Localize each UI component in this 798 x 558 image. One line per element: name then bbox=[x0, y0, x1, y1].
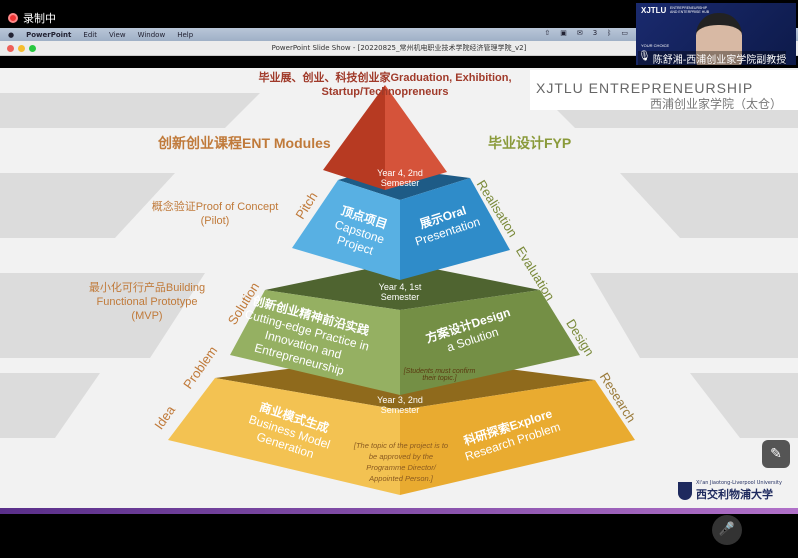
pencil-icon: ✎ bbox=[770, 446, 782, 462]
menu-view[interactable]: View bbox=[108, 30, 126, 39]
slide: XJTLU ENTREPRENEURSHIP 西浦创业家学院（太仓） 毕业展、创… bbox=[0, 68, 798, 510]
recording-indicator[interactable]: 录制中 bbox=[8, 10, 56, 26]
top-label: 毕业展、创业、科技创业家Graduation, Exhibition, Star… bbox=[258, 72, 512, 98]
menu-app[interactable]: PowerPoint bbox=[26, 30, 72, 39]
menu-edit[interactable]: Edit bbox=[83, 30, 97, 39]
footer-logo-en: Xi'an Jiaotong-Liverpool University bbox=[696, 480, 782, 486]
window-titlebar: PowerPoint Slide Show - [20220825_常州机电职业… bbox=[0, 41, 798, 56]
zoom-button[interactable] bbox=[29, 45, 36, 52]
mic-muted-icon: 🎤 bbox=[718, 522, 736, 537]
record-icon bbox=[8, 13, 18, 23]
video-tagline: YOUR CHOICE bbox=[641, 43, 670, 48]
header-logo-cn: 西浦创业家学院（太仓） bbox=[650, 97, 783, 111]
battery-icon[interactable]: ▭ bbox=[621, 29, 628, 37]
note-proof-of-concept: 概念验证Proof of Concept (Pilot) bbox=[151, 201, 279, 227]
tier2-note: [Students must confirm their topic.] bbox=[403, 368, 476, 382]
video-org-sub: ENTREPRENEURSHIP AND ENTERPRISE HUB bbox=[670, 6, 710, 14]
video-overlay[interactable]: XJTLU ENTREPRENEURSHIP AND ENTERPRISE HU… bbox=[636, 3, 796, 65]
note-mvp: 最小化可行产品Building Functional Prototype (MV… bbox=[88, 282, 206, 322]
header-logo-box: XJTLU ENTREPRENEURSHIP 西浦创业家学院（太仓） bbox=[530, 70, 798, 111]
bluetooth-icon[interactable]: ᛒ bbox=[607, 29, 612, 37]
wechat-count: 3 bbox=[592, 29, 598, 37]
mic-icon: 🎙 bbox=[638, 51, 651, 62]
university-logo: Xi'an Jiaotong-Liverpool University 西交利物浦… bbox=[678, 480, 782, 502]
tier3-note: [The topic of the project is to be appro… bbox=[353, 441, 449, 483]
right-heading: 毕业设计FYP bbox=[488, 135, 572, 151]
tier-green bbox=[230, 262, 580, 395]
annotate-button[interactable]: ✎ bbox=[762, 440, 790, 468]
menu-bar: ● PowerPoint Edit View Window Help ⇧ ▣ ✉ 3 ᛒ… bbox=[0, 28, 798, 41]
tray-icon[interactable]: ▣ bbox=[560, 29, 567, 37]
video-org: XJTLU bbox=[641, 6, 667, 15]
speaker-name: 陈舒湘-西浦创业家学院副教授 bbox=[652, 55, 787, 65]
header-logo: XJTLU ENTREPRENEURSHIP bbox=[536, 80, 754, 96]
dropbox-icon[interactable]: ⇧ bbox=[544, 29, 551, 37]
tier3-semester: Year 3, 2nd Semester bbox=[377, 395, 423, 415]
speaker-name-bar: 🎙陈舒湘-西浦创业家学院副教授 bbox=[638, 51, 787, 65]
menu-window[interactable]: Window bbox=[137, 30, 166, 39]
minimize-button[interactable] bbox=[18, 45, 25, 52]
tier1-semester: Year 4, 2nd Semester bbox=[377, 168, 423, 188]
tier-red-apex bbox=[323, 85, 447, 190]
wechat-icon[interactable]: ✉ bbox=[576, 29, 583, 37]
slide-footer-bar bbox=[0, 508, 798, 514]
close-button[interactable] bbox=[7, 45, 14, 52]
crest-icon bbox=[678, 482, 692, 500]
recording-label: 录制中 bbox=[23, 12, 56, 25]
tier2-semester: Year 4, 1st Semester bbox=[378, 282, 422, 302]
window-title: PowerPoint Slide Show - [20220825_常州机电职业… bbox=[271, 44, 527, 52]
footer-logo-cn: 西交利物浦大学 bbox=[696, 488, 773, 501]
mute-button[interactable]: 🎤 bbox=[712, 515, 742, 545]
menu-help[interactable]: Help bbox=[177, 30, 194, 39]
apple-icon[interactable]: ● bbox=[8, 30, 15, 39]
speaker-video bbox=[696, 13, 742, 65]
left-heading: 创新创业课程ENT Modules bbox=[158, 135, 331, 151]
